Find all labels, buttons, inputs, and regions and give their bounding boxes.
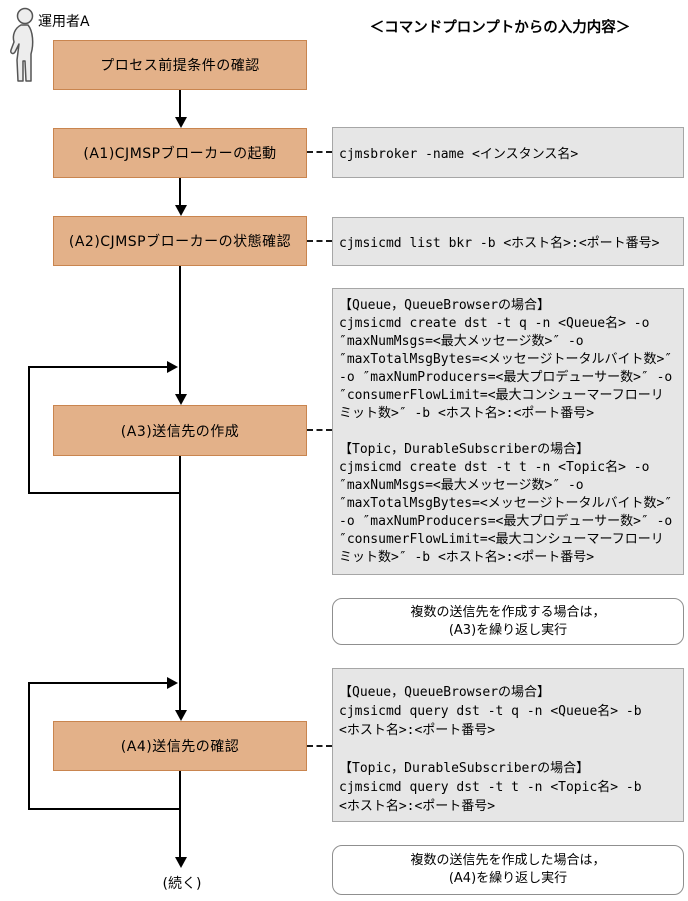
step-a2-broker-status: (A2)CJMSPブローカーの状態確認: [53, 216, 307, 266]
loop-a4-top-line: [28, 682, 167, 684]
loop-a4-arrowhead-icon: [167, 677, 178, 689]
flow-arrowhead-icon: [175, 117, 187, 128]
step-a4-check-destination: (A4)送信先の確認: [53, 721, 307, 771]
dashed-connector-a3: [307, 429, 332, 431]
step-a1-broker-start: (A1)CJMSPブローカーの起動: [53, 128, 307, 178]
flow-arrowhead-icon: [175, 857, 187, 868]
continue-label: (続く): [162, 876, 202, 892]
command-box-a2: cjmsicmd list bkr -b <ホスト名>:<ポート番号>: [332, 217, 684, 266]
operator-person-icon: [10, 7, 34, 82]
flow-line: [179, 456, 181, 711]
flow-arrowhead-icon: [175, 710, 187, 721]
dashed-connector-a2: [307, 240, 332, 242]
note-repeat-a3: 複数の送信先を作成する場合は， (A3)を繰り返し実行: [332, 598, 684, 645]
loop-a3-bottom-line: [28, 492, 181, 494]
page-title: ＜コマンドプロンプトからの入力内容＞: [369, 20, 631, 36]
flow-line: [179, 266, 181, 395]
loop-a3-arrowhead-icon: [167, 361, 178, 373]
dashed-connector-a1: [307, 151, 332, 153]
dashed-connector-a4: [307, 745, 332, 747]
step-a3-create-destination: (A3)送信先の作成: [53, 405, 307, 456]
flow-line: [179, 178, 181, 206]
command-box-a3: 【Queue，QueueBrowserの場合】 cjmsicmd create …: [332, 288, 684, 575]
step-premise-check: プロセス前提条件の確認: [53, 40, 307, 90]
flow-line: [179, 771, 181, 858]
flow-arrowhead-icon: [175, 205, 187, 216]
flow-line: [179, 90, 181, 118]
loop-a4-side-line: [28, 682, 30, 810]
flow-arrowhead-icon: [175, 394, 187, 405]
loop-a3-top-line: [28, 366, 167, 368]
loop-a4-bottom-line: [28, 808, 181, 810]
command-box-a1: cjmsbroker -name <インスタンス名>: [332, 127, 684, 178]
note-repeat-a4: 複数の送信先を作成した場合は， (A4)を繰り返し実行: [332, 845, 684, 895]
loop-a3-side-line: [28, 366, 30, 494]
operator-label: 運用者A: [38, 14, 90, 30]
command-box-a4: 【Queue，QueueBrowserの場合】 cjmsicmd query d…: [332, 668, 684, 822]
